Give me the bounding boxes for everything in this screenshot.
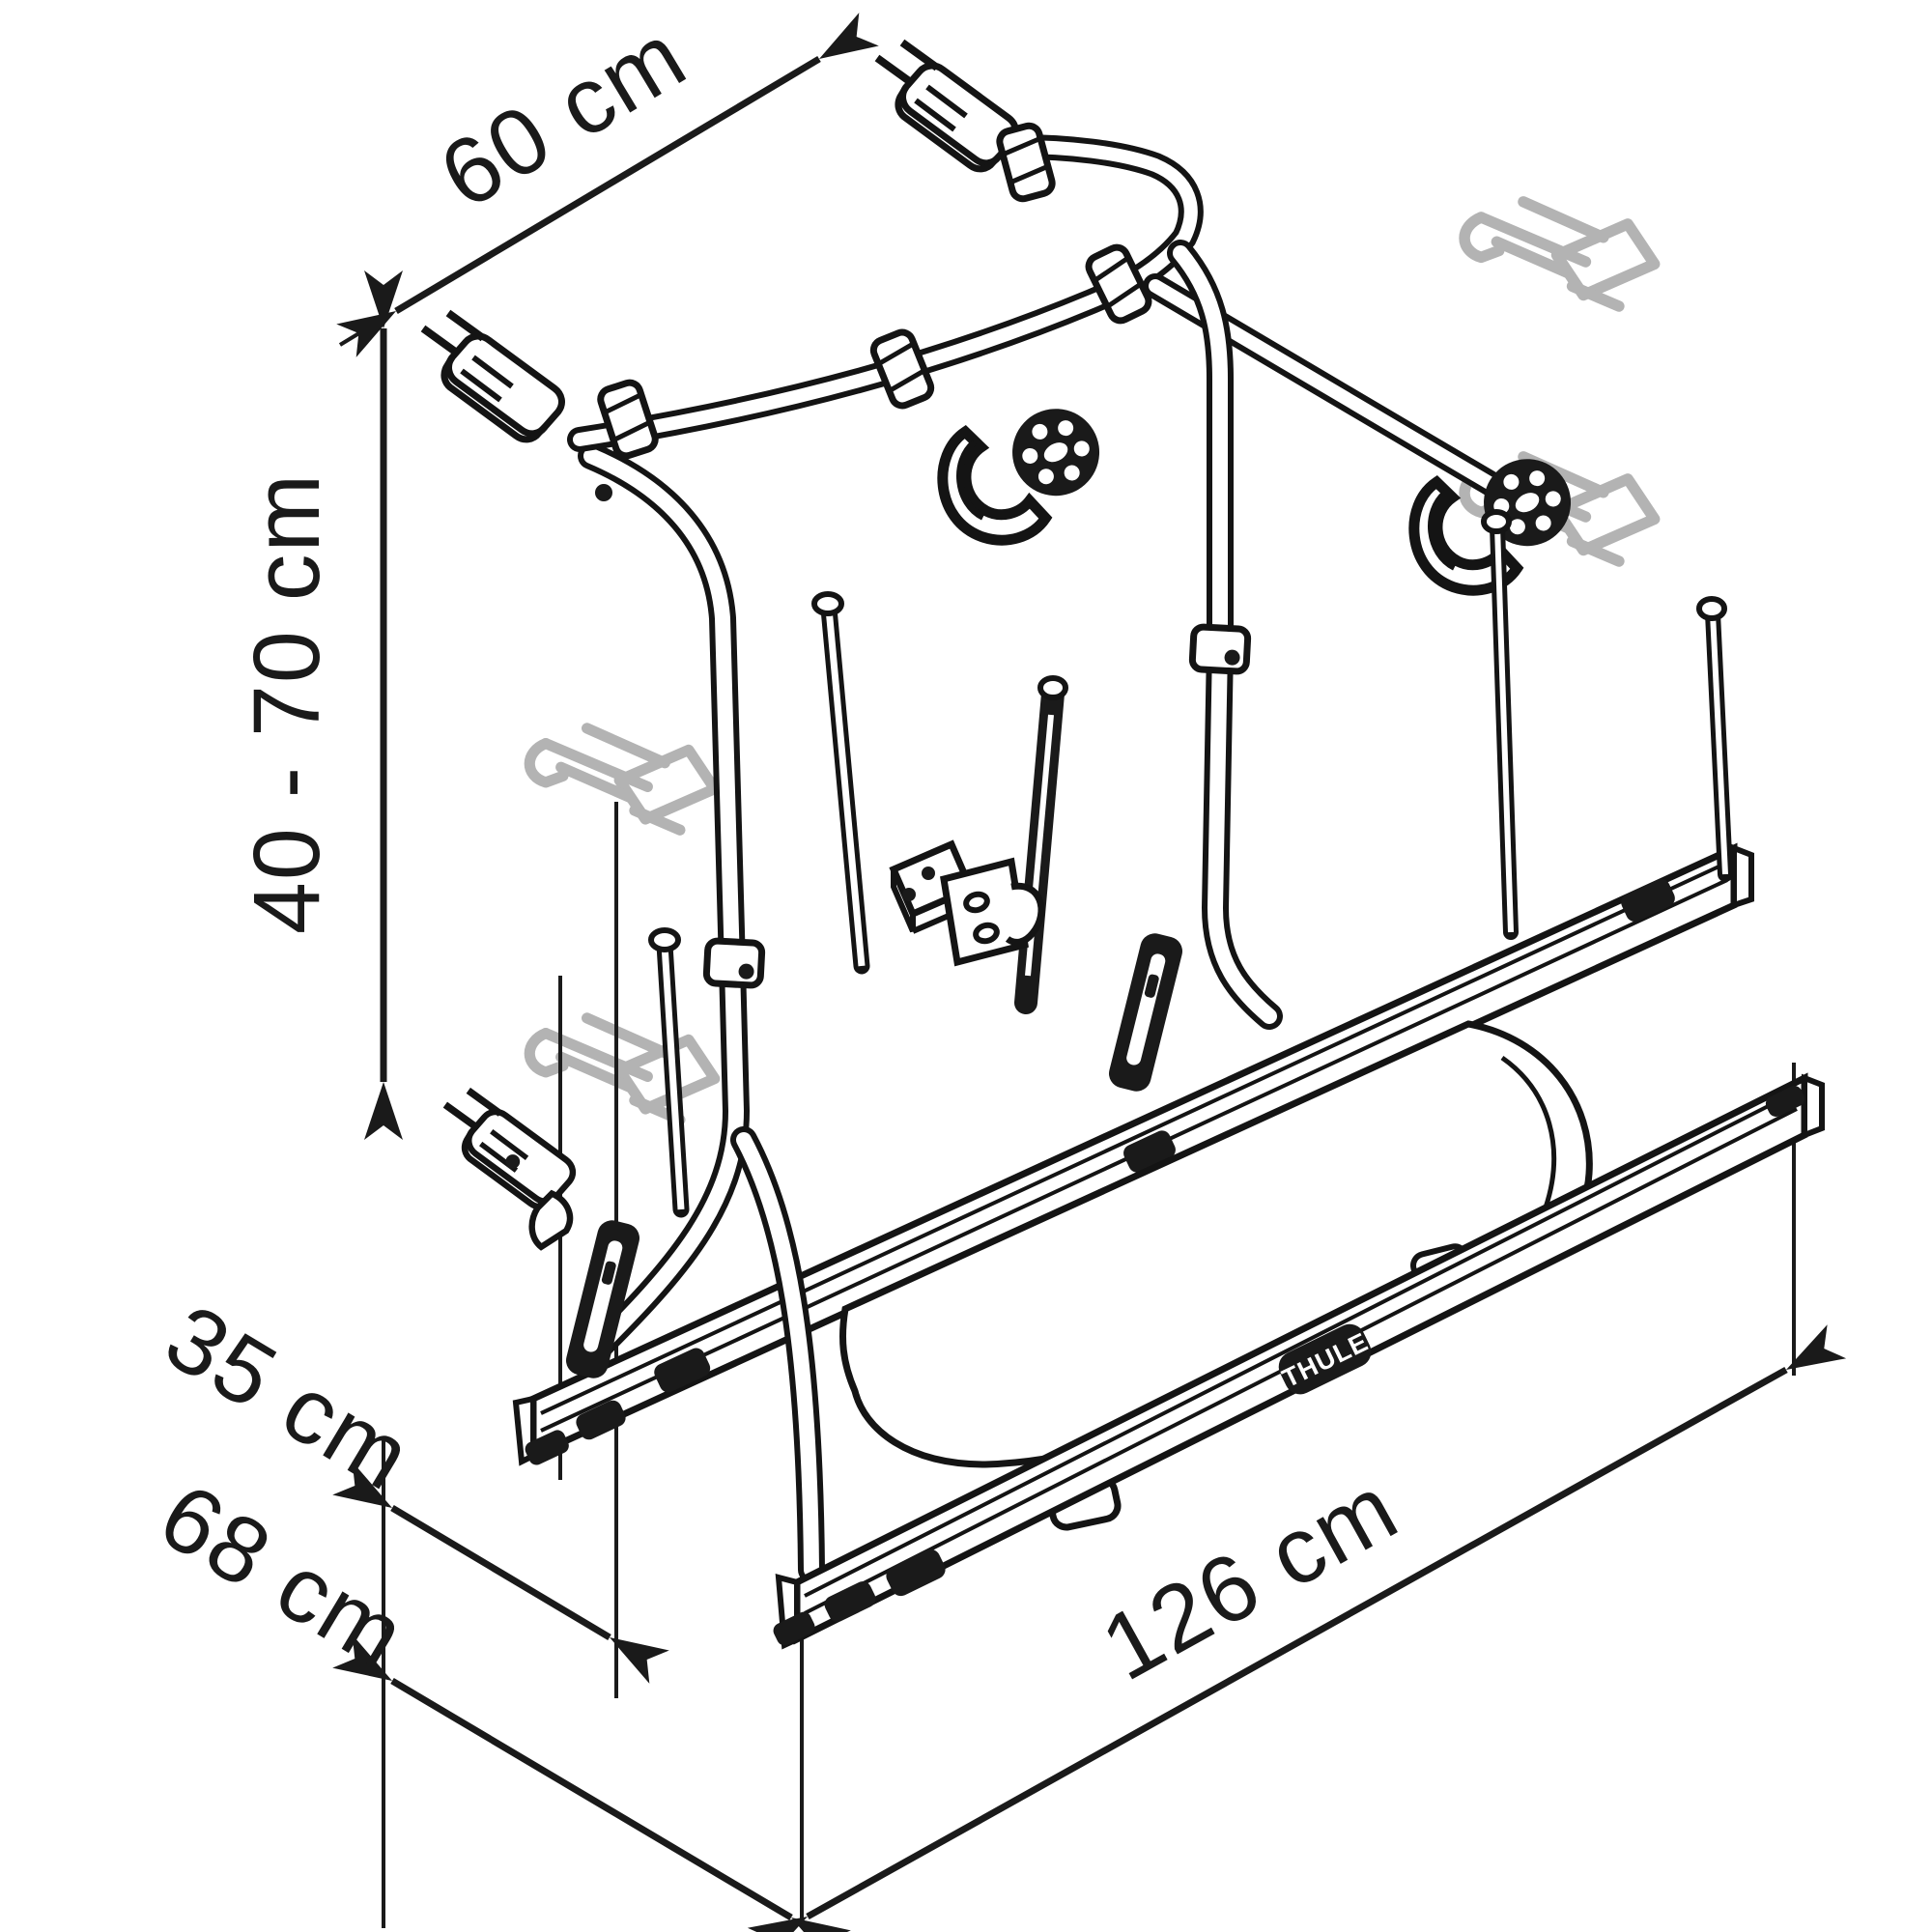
center-mount-assembly: [889, 839, 1045, 967]
dim-label-40-70cm: 40 - 70 cm: [234, 472, 339, 934]
dimension-60cm: 60 cm: [336, 2, 879, 357]
right-rail-bracket: [1105, 930, 1186, 1094]
dimension-68cm: 68 cm: [143, 1463, 851, 1932]
tube-collar-left: [706, 941, 762, 986]
top-crossbar-tube: [567, 134, 1204, 501]
wall-plate-top-right: [877, 43, 1015, 169]
wheel-holder-rod-center: [811, 591, 870, 975]
dim-label-60cm: 60 cm: [422, 2, 703, 229]
ghost-bracket-icon-left-lower: [529, 1018, 715, 1120]
pipe-clamp-2: [870, 329, 934, 409]
wall-plate-top-left: [423, 313, 561, 440]
ghost-bracket-icon-top-right: [1464, 202, 1655, 306]
ghost-bracket-icon-left-upper: [529, 728, 715, 830]
wheel-holder-rod-right-outer: [1696, 596, 1733, 882]
wheel-rail-back: [512, 842, 1754, 1466]
wheel-holder-rod-left: [648, 927, 690, 1218]
dimension-40-70cm: 40 - 70 cm: [234, 270, 403, 1140]
tube-collar-right: [1192, 627, 1248, 672]
wall-plate-bottom-left: [445, 1091, 573, 1251]
wheel-holder-rod-right-inner: [1481, 509, 1519, 940]
strap-arm-dark: [1014, 675, 1068, 1014]
dim-label-126cm: 126 cm: [1085, 1454, 1415, 1700]
bike-block-clamp-center: [934, 403, 1110, 548]
